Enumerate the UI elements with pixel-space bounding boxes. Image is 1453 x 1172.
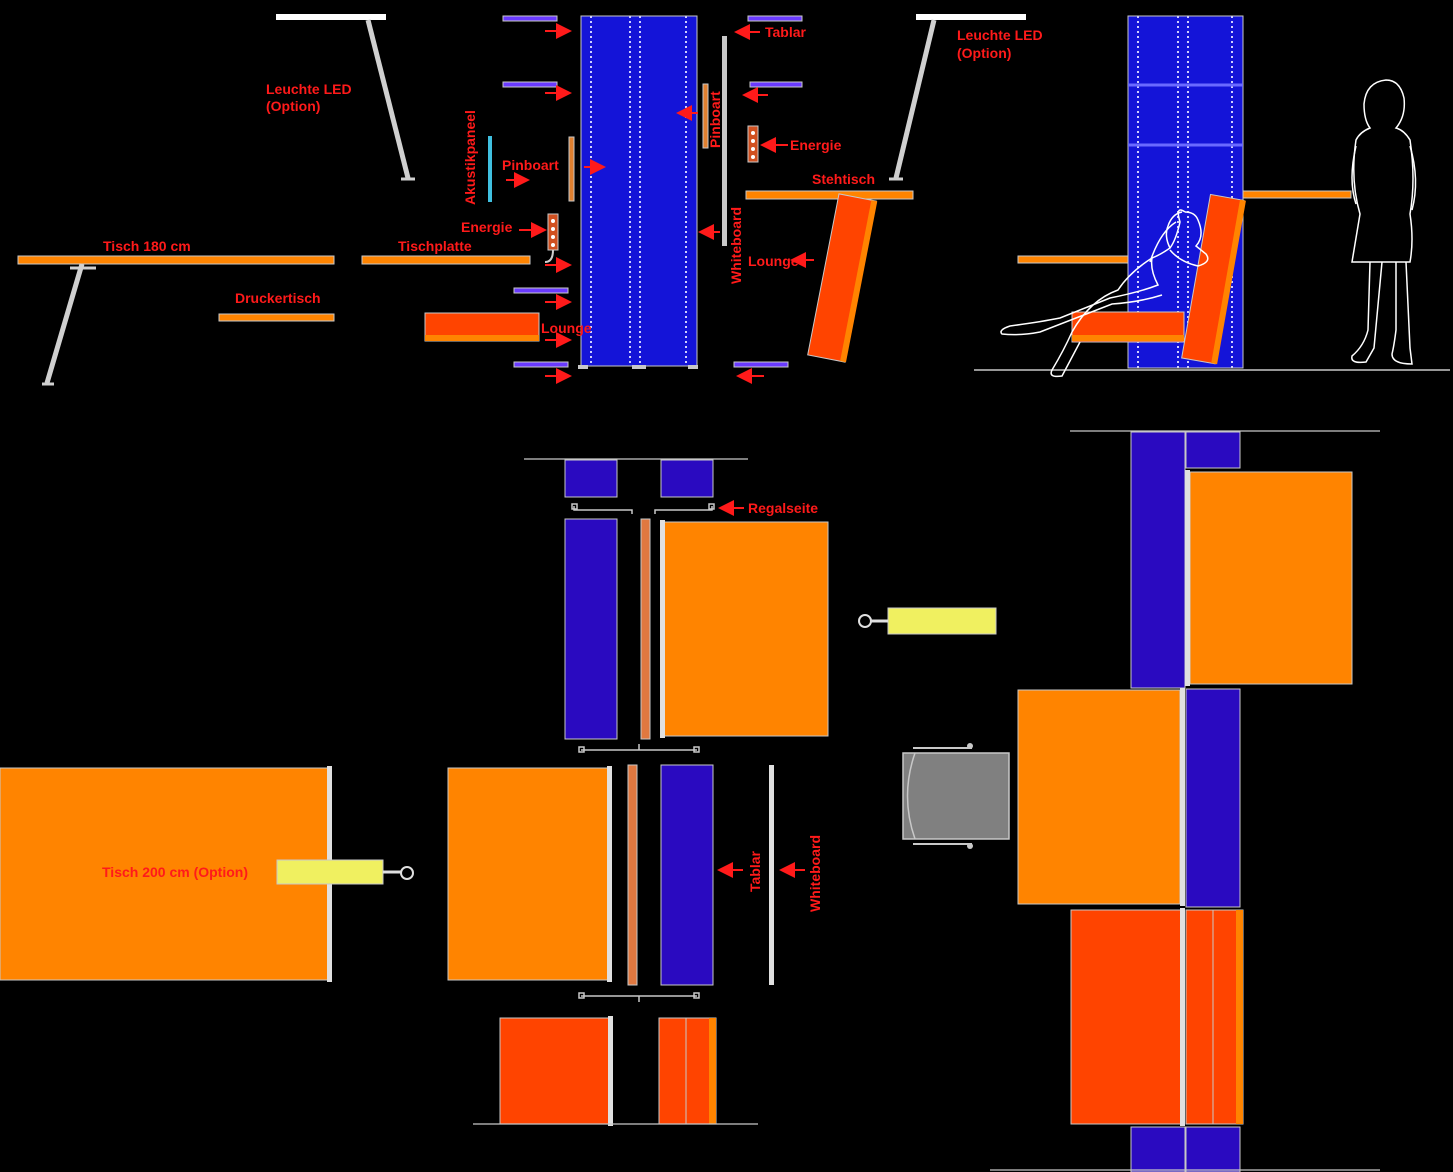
lounge-back-scene [1181,193,1246,365]
label-led-lamp-left-1: Leuchte LED [266,81,352,97]
lounge-chair-plan [902,743,1010,849]
label-energie-left: Energie [461,219,513,235]
label-regalseite: Regalseite [748,500,818,516]
label-tisch-200: Tisch 200 cm (Option) [102,864,248,880]
shelf-tower-elevation [578,15,698,369]
acoustic-panel [488,136,492,202]
shelf-panel-plan-a [564,518,618,740]
label-lounge-left: Lounge [541,320,592,336]
label-tablar-bottom: Tablar [747,850,763,892]
panel-plan-orange-b [447,767,609,981]
lounge-seat-scene-base [1072,335,1184,341]
panel-plan-orange-a [663,521,829,737]
orange-panel-right-top-edge [1185,470,1190,686]
assembly-arrows [506,23,814,384]
label-lounge-right: Lounge [748,253,799,269]
energy-module-right [747,125,759,163]
shelf-column-right-bottom-b [1185,1126,1241,1172]
shelf-column-right-bottom-a [1130,1126,1186,1172]
printer-table [218,313,335,322]
lounge-plan-a-edge [608,1016,613,1126]
lounge-back-plan-right [1185,909,1244,1125]
standing-table-scene [1242,190,1352,199]
shelf-panel-plan-b [660,764,714,986]
label-led-lamp-right-2: (Option) [957,45,1011,61]
standing-person-figure [1351,79,1417,365]
panel-plan-orange-b-edge [607,766,612,982]
label-pinboart-left: Pinboart [502,157,559,173]
label-led-lamp-right-1: Leuchte LED [957,27,1043,43]
table-200-plan [0,766,414,982]
orange-panel-right-mid [1017,689,1181,905]
energy-module-left [544,213,559,263]
shelf-stub-right [660,459,714,498]
shelf-column-right-mid [1185,688,1241,908]
label-stehtisch: Stehtisch [812,171,875,187]
scene-elevation-view [974,15,1450,378]
plan-arrows [717,500,805,878]
label-led-lamp-left-2: (Option) [266,98,320,114]
label-whiteboard-bottom: Whiteboard [807,835,823,912]
orange-panel-right-top [1189,471,1353,685]
seated-person-figure [1000,209,1209,378]
label-tablar-top: Tablar [765,24,807,40]
label-tischplatte: Tischplatte [398,238,472,254]
label-energie-right: Energie [790,137,842,153]
tabletop [361,255,531,265]
whiteboard-panel-top [722,36,727,246]
label-whiteboard-top: Whiteboard [728,207,744,284]
lounge-plan-right-edge [1180,908,1185,1126]
label-druckertisch: Druckertisch [235,290,321,306]
label-tisch-180: Tisch 180 cm [103,238,191,254]
plan-view-left: Regalseite Tisch 200 cm (Option) Tablar … [0,458,997,1126]
lounge-plan-right [1070,909,1182,1125]
orange-panel-right-mid-edge [1180,688,1185,906]
lounge-backrest-tilted [807,193,878,363]
lounge-plan-a [499,1017,611,1125]
pinboard-strip-plan-b [627,764,638,986]
shelf-column-right-top-b [1185,431,1241,469]
pinboard-panel-vertical [702,83,709,149]
panel-plan-orange-a-edge [660,520,665,738]
exploded-elevation-view: Leuchte LED (Option) Leuchte LED (Option… [17,14,1043,386]
shelf-side-brackets [571,503,715,1002]
shelf-stub-left [564,459,618,498]
label-pinboart-vertical: Pinboart [707,91,723,148]
shelf-boards-right [733,15,803,368]
led-lamp-right [889,14,1026,181]
plan-view-right [902,430,1380,1172]
pinboard-strip-plan-a [640,518,651,740]
whiteboard-plan [769,765,774,985]
lounge-block-left-base [425,335,539,341]
table-180 [17,255,335,386]
desk-scene [1017,255,1129,264]
standing-table-top [745,190,914,200]
lounge-plan-b [658,1017,717,1125]
shelf-boards-left [502,15,569,368]
shelf-column-right-top-a [1130,431,1186,689]
pinboard-pullout-plan [858,607,997,635]
label-akustikpaneel: Akustikpaneel [462,110,478,205]
pinboard-panel-left [568,136,575,202]
led-lamp-left [276,14,415,181]
